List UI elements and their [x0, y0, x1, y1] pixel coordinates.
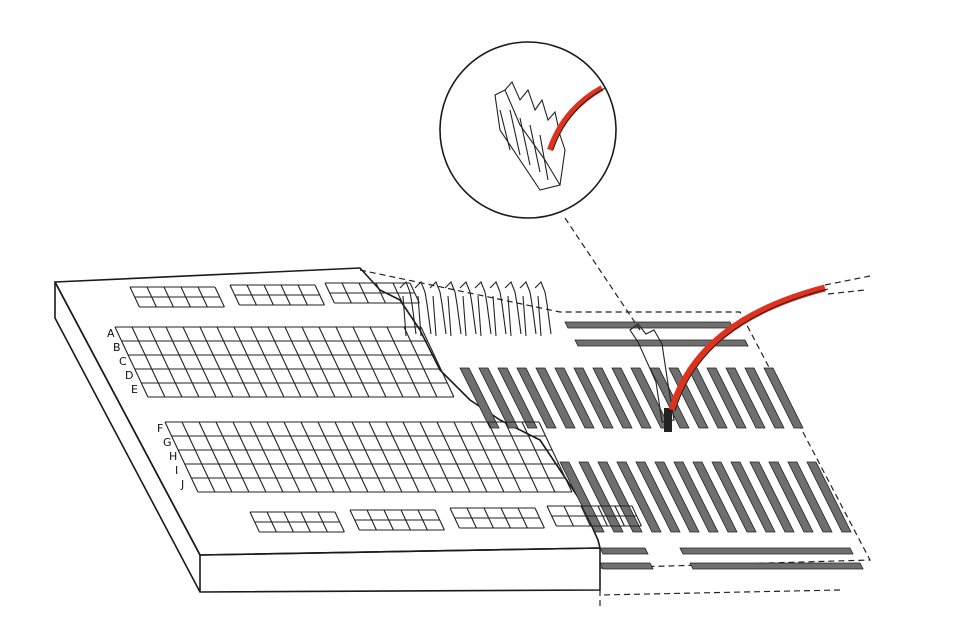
inset-pointer-line	[564, 217, 641, 331]
row-label: F	[157, 422, 163, 435]
row-label: C	[119, 355, 127, 368]
contact-strip	[535, 367, 576, 429]
contact-strip	[516, 367, 557, 429]
row-label: J	[180, 478, 184, 491]
bottom-rail-group	[349, 509, 445, 531]
cutaway-clip	[629, 323, 675, 423]
inset-circle	[439, 41, 617, 219]
contact-strip	[768, 461, 814, 533]
contact-strip	[459, 367, 500, 429]
power-rail-strip	[679, 547, 854, 555]
terminal-grid-a-e	[114, 326, 455, 398]
contact-strip	[611, 367, 652, 429]
contact-strip	[668, 367, 709, 429]
row-label: H	[169, 450, 177, 463]
row-label: E	[131, 383, 138, 396]
contact-strip	[744, 367, 785, 429]
contact-strip	[559, 461, 605, 533]
contact-strip	[554, 367, 595, 429]
power-rail-strip	[689, 562, 864, 570]
top-rail-group	[229, 284, 325, 306]
contact-strip	[578, 461, 624, 533]
row-label: B	[113, 341, 121, 354]
contact-strip	[616, 461, 662, 533]
metal-contact-strips	[459, 321, 864, 570]
terminal-grid-f-j	[164, 421, 573, 493]
contact-strip	[730, 461, 776, 533]
jumper-wire	[668, 275, 871, 412]
row-label: D	[125, 369, 133, 382]
bottom-rail-group	[449, 507, 545, 529]
contact-strip	[635, 461, 681, 533]
cutaway-region	[359, 269, 871, 608]
contact-strip	[725, 367, 766, 429]
inset-wire	[547, 85, 604, 151]
contact-strip	[749, 461, 795, 533]
contact-strip	[497, 367, 538, 429]
contact-strip	[654, 461, 700, 533]
contact-strip	[806, 461, 852, 533]
power-rail-strip	[564, 321, 734, 329]
power-rail-strip	[599, 547, 649, 555]
contact-strip	[763, 367, 804, 429]
power-rail-strip	[599, 562, 654, 570]
contact-strip	[573, 367, 614, 429]
contact-strip	[597, 461, 643, 533]
contact-strip	[692, 461, 738, 533]
row-label: I	[175, 464, 178, 477]
hole-grids	[114, 282, 642, 533]
contact-strip	[687, 367, 728, 429]
contact-strip	[787, 461, 833, 533]
inset-clip	[494, 80, 566, 191]
cutaway-outline	[359, 269, 871, 608]
row-label: G	[163, 436, 172, 449]
contact-strip	[673, 461, 719, 533]
contact-strip	[478, 367, 519, 429]
row-label: A	[107, 327, 115, 340]
top-rail-group	[324, 282, 420, 304]
magnified-inset	[439, 41, 641, 331]
contact-strip	[711, 461, 757, 533]
contact-strip	[706, 367, 747, 429]
bottom-rail-group	[249, 511, 345, 533]
bottom-rail-group	[546, 505, 642, 527]
top-rail-group	[129, 286, 225, 308]
contact-strip	[592, 367, 633, 429]
